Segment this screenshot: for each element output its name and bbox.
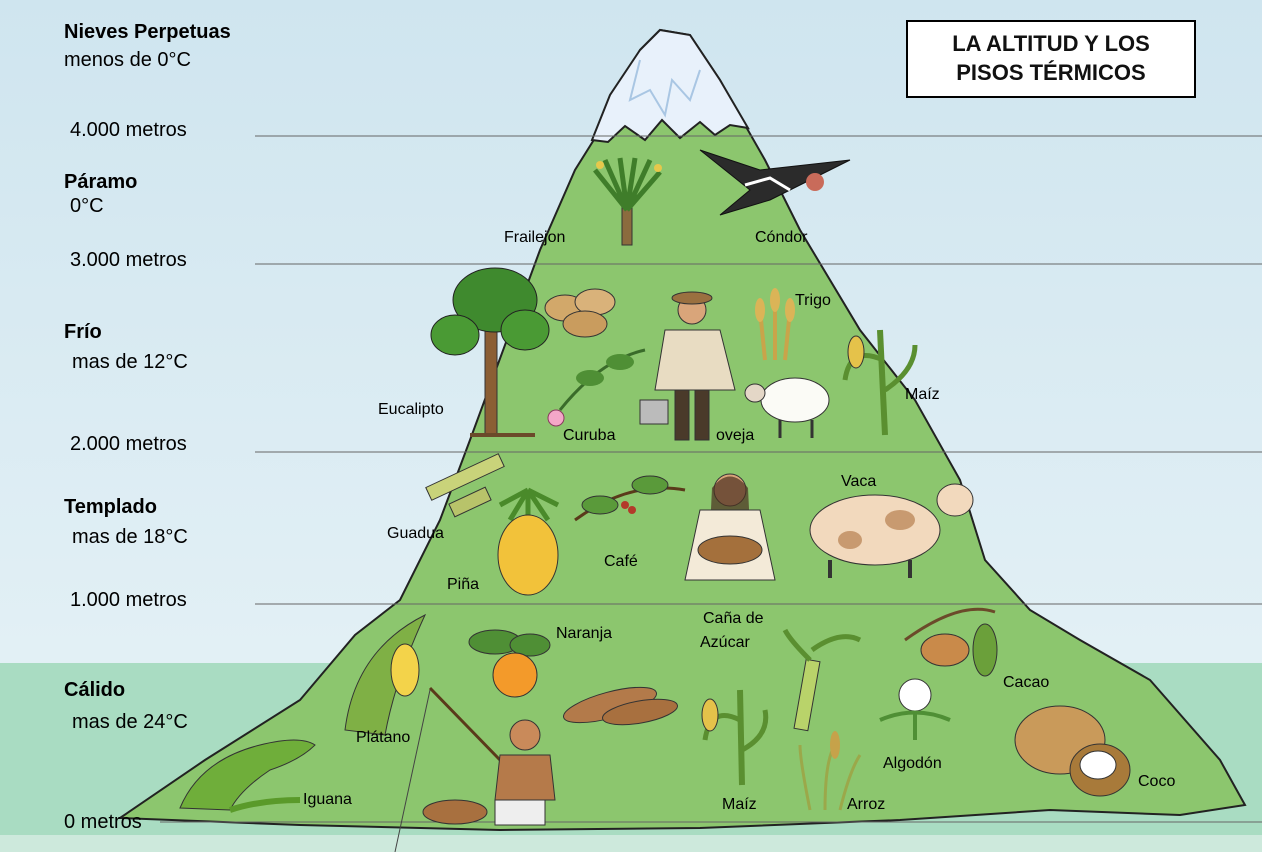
altitude-0: 0 metros [64, 812, 142, 832]
label-condor: Cóndor [755, 230, 807, 246]
label-oveja: oveja [716, 428, 754, 444]
zone-name-frio: Frío [64, 322, 102, 342]
label-cana-de: Caña de [703, 611, 764, 627]
label-maiz-cold: Maíz [905, 387, 940, 403]
sea-strip [0, 835, 1262, 852]
label-naranja: Naranja [556, 626, 612, 642]
label-algodon: Algodón [883, 756, 942, 772]
label-curuba: Curuba [563, 428, 615, 444]
label-cafe: Café [604, 554, 638, 570]
altitude-1000: 1.000 metros [70, 590, 187, 610]
label-maiz-warm: Maíz [722, 797, 757, 813]
label-pina: Piña [447, 577, 479, 593]
zone-name-templado: Templado [64, 497, 157, 517]
label-cacao: Cacao [1003, 675, 1049, 691]
label-platano: Plátano [356, 730, 410, 746]
altitude-4000: 4.000 metros [70, 120, 187, 140]
label-iguana: Iguana [303, 792, 352, 808]
altitude-2000: 2.000 metros [70, 434, 187, 454]
label-coco: Coco [1138, 774, 1175, 790]
zone-name-nieves: Nieves Perpetuas [64, 22, 231, 42]
zone-temp-nieves: menos de 0°C [64, 50, 191, 70]
zone-temp-calido: mas de 24°C [72, 712, 188, 732]
diagram-title: LA ALTITUD Y LOS PISOS TÉRMICOS [906, 20, 1196, 98]
label-arroz: Arroz [847, 797, 885, 813]
zone-temp-paramo: 0°C [70, 196, 104, 216]
label-azucar: Azúcar [700, 635, 750, 651]
zone-name-paramo: Páramo [64, 172, 137, 192]
altitude-3000: 3.000 metros [70, 250, 187, 270]
title-line-2: PISOS TÉRMICOS [956, 60, 1145, 85]
label-trigo: Trigo [795, 293, 831, 309]
zone-temp-frio: mas de 12°C [72, 352, 188, 372]
zone-temp-templado: mas de 18°C [72, 527, 188, 547]
label-eucalipto: Eucalipto [378, 402, 444, 418]
label-frailejon: Frailejon [504, 230, 565, 246]
label-guadua: Guadua [387, 526, 444, 542]
zone-name-calido: Cálido [64, 680, 125, 700]
label-vaca: Vaca [841, 474, 876, 490]
title-line-1: LA ALTITUD Y LOS [952, 31, 1150, 56]
